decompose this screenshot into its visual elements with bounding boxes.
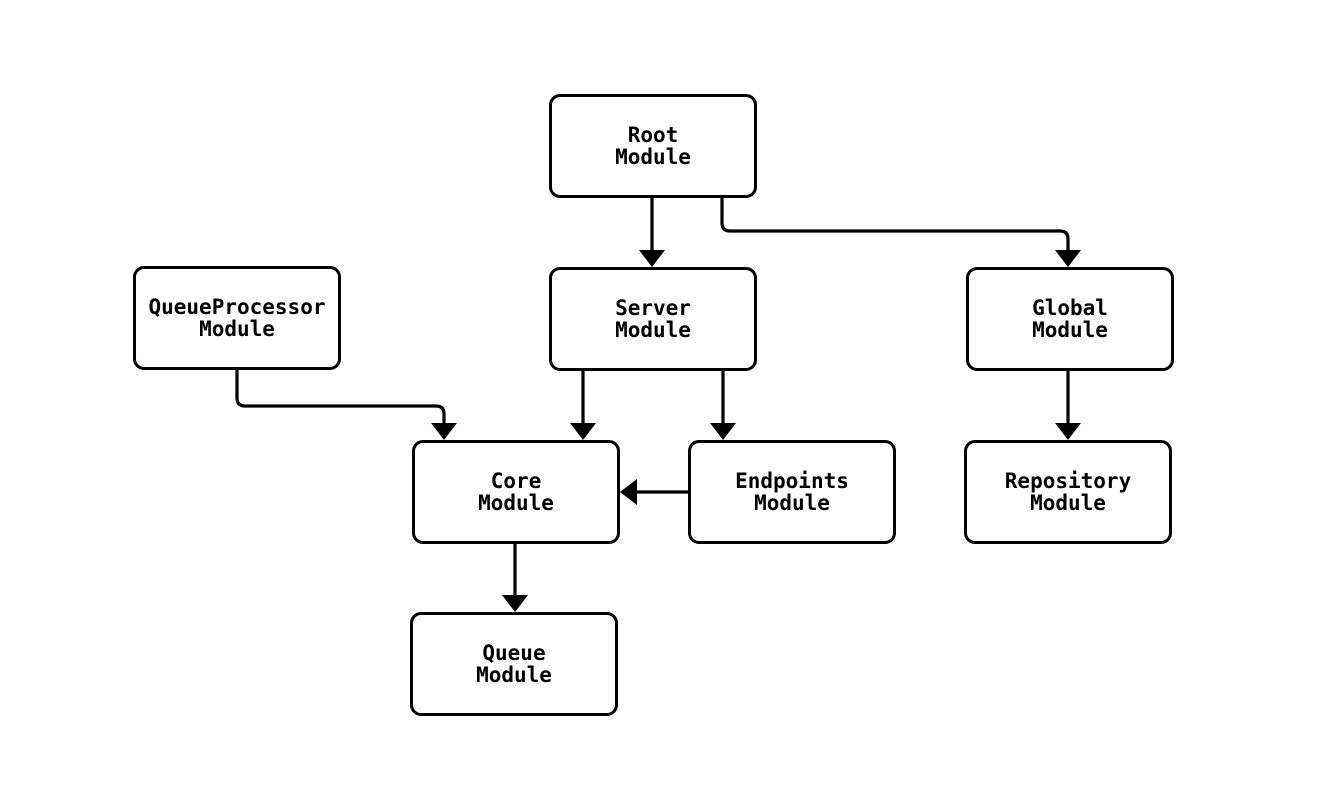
node-repository-module: Repository Module: [964, 440, 1172, 544]
arrowhead: [710, 423, 736, 440]
arrowhead: [502, 595, 528, 612]
arrowhead: [1055, 250, 1081, 267]
node-label: Endpoints Module: [735, 468, 849, 515]
node-queue-module: Queue Module: [410, 612, 618, 716]
node-endpoints-module: Endpoints Module: [688, 440, 896, 544]
arrowhead: [431, 423, 457, 440]
edge-core-queue: [502, 544, 528, 612]
arrowhead: [1055, 423, 1081, 440]
node-root-module: Root Module: [549, 94, 757, 198]
edge-root-global: [720, 198, 1081, 267]
arrowhead: [620, 479, 637, 505]
edge-endpoints-core: [620, 479, 688, 505]
arrowhead: [639, 250, 665, 267]
node-label: Repository Module: [1004, 468, 1132, 515]
node-label: QueueProcessor Module: [148, 294, 326, 341]
edge-global-repository: [1055, 371, 1081, 440]
edge-queueprocessor-core: [235, 370, 457, 440]
node-queueprocessor-module: QueueProcessor Module: [133, 266, 341, 370]
edge-server-core: [570, 371, 596, 440]
node-label: Server Module: [615, 295, 691, 342]
edge-server-endpoints: [710, 371, 736, 440]
node-global-module: Global Module: [966, 267, 1174, 371]
node-server-module: Server Module: [549, 267, 757, 371]
node-label: Queue Module: [476, 640, 552, 687]
node-core-module: Core Module: [412, 440, 620, 544]
edge-root-server: [639, 198, 665, 267]
node-label: Global Module: [1032, 295, 1108, 342]
node-label: Root Module: [615, 122, 691, 169]
node-label: Core Module: [478, 468, 554, 515]
arrowhead: [570, 423, 596, 440]
